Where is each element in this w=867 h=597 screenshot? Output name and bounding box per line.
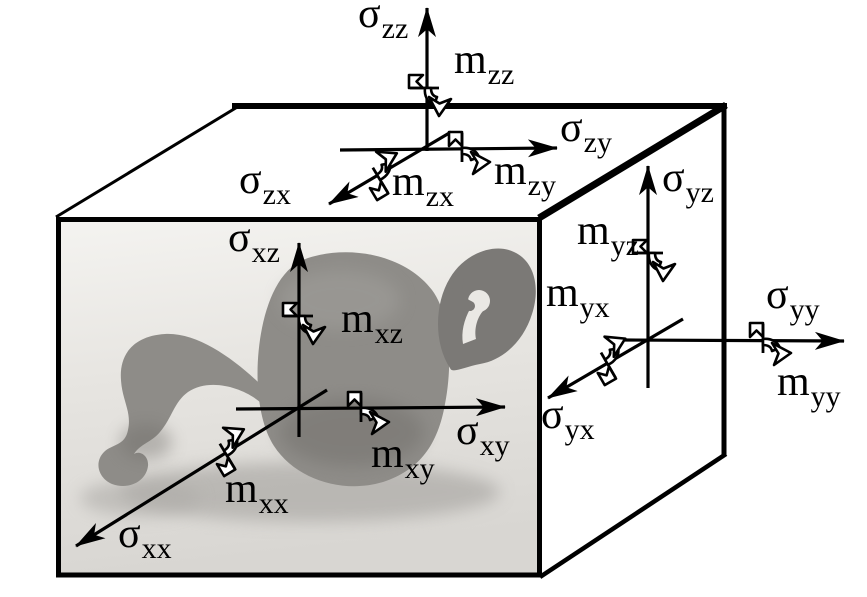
m-zy-subscript: zy (527, 169, 556, 202)
label-m-zy: mzy (494, 148, 556, 201)
sigma-zy-arrow (339, 139, 558, 158)
blob-shading (280, 398, 424, 466)
front-face-border (56, 217, 542, 578)
label-sigma-yx: σyx (541, 392, 595, 445)
sculpture-shadow (120, 462, 500, 522)
m-zz-subscript: zz (487, 58, 515, 91)
m-xy-symbol: m (371, 431, 404, 477)
label-m-zz: mzz (454, 37, 514, 90)
m-yy-symbol: m (777, 359, 810, 405)
label-m-yx: myx (546, 270, 610, 323)
label-sigma-zz: σzz (358, 0, 408, 44)
label-m-zx: mzx (392, 159, 454, 212)
label-sigma-yy: σyy (766, 272, 820, 325)
sigma-xx-symbol: σ (118, 511, 141, 557)
sigma-xy-subscript: xy (479, 429, 510, 462)
label-m-yy: myy (777, 359, 841, 412)
spiral-tip (452, 275, 475, 311)
sigma-zx-subscript: zx (262, 178, 291, 211)
sigma-xy-symbol: σ (456, 408, 479, 454)
sigma-yy-subscript: yy (789, 293, 820, 326)
label-sigma-xy: σxy (456, 408, 510, 461)
sigma-xz-subscript: xz (251, 236, 280, 269)
sculpture-left-curl (98, 333, 279, 486)
m-yz-subscript: yz (610, 229, 639, 262)
m-xx-symbol: m (225, 466, 258, 512)
sigma-yy-arrow (624, 331, 845, 350)
label-m-xy: mxy (371, 431, 435, 484)
sigma-xx-subscript: xx (141, 532, 172, 565)
sigma-zy-symbol: σ (560, 105, 583, 151)
m-yx-subscript: yx (579, 291, 610, 324)
sigma-zx-symbol: σ (239, 157, 262, 203)
label-sigma-zy: σzy (560, 105, 612, 158)
m-xy-subscript: xy (404, 452, 435, 485)
label-m-yz: myz (577, 208, 639, 261)
sigma-yy-symbol: σ (766, 272, 789, 318)
m-zx-subscript: zx (425, 180, 454, 213)
label-m-xx: mxx (225, 466, 289, 519)
label-sigma-yz: σyz (662, 155, 714, 208)
edge-top-right-slant (537, 102, 728, 221)
m-yx-symbol: m (546, 270, 579, 316)
sigma-xz-symbol: σ (228, 215, 251, 261)
sigma-zz-symbol: σ (358, 0, 381, 37)
edge-bottom-right-slant (538, 452, 728, 579)
label-m-xz: mxz (341, 296, 403, 349)
sigma-xx-arrow (75, 388, 328, 548)
label-sigma-xz: σxz (228, 215, 280, 268)
spiral-opening-channel (462, 309, 483, 344)
m-yz-symbol: m (577, 208, 610, 254)
sigma-zy-subscript: zy (583, 126, 612, 159)
m-xx-subscript: xx (258, 487, 289, 520)
sigma-zz-subscript: zz (381, 12, 409, 45)
m-zz-symbol: m (454, 37, 487, 83)
label-sigma-xx: σxx (118, 511, 172, 564)
m-xz-subscript: xz (374, 317, 403, 350)
m-zy-symbol: m (494, 148, 527, 194)
sigma-yz-subscript: yz (685, 176, 714, 209)
m-yy-subscript: yy (810, 380, 841, 413)
m-xz-symbol: m (341, 296, 374, 342)
left-curl-shading (120, 424, 172, 460)
sigma-yx-subscript: yx (564, 413, 595, 446)
label-sigma-zx: σzx (239, 157, 291, 210)
sigma-yz-symbol: σ (662, 155, 685, 201)
sigma-yx-symbol: σ (541, 392, 564, 438)
edge-top-left-slant (55, 104, 240, 219)
m-zx-symbol: m (392, 159, 425, 205)
